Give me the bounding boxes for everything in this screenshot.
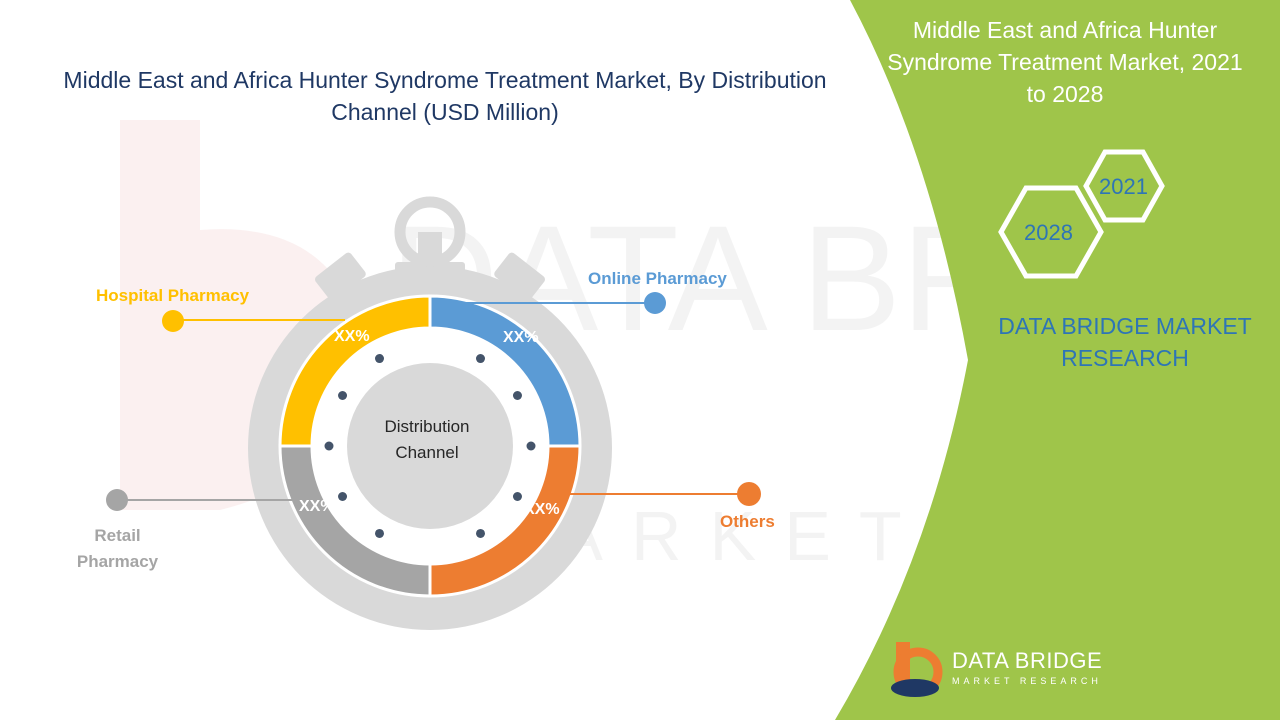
logo-name: DATA BRIDGE xyxy=(952,648,1103,673)
others-marker xyxy=(737,482,761,506)
hexagon-2021 xyxy=(1083,149,1165,223)
logo-tagline: MARKET RESEARCH xyxy=(952,676,1102,686)
legend-retail-pharmacy: Retail Pharmacy xyxy=(76,526,159,571)
side-panel-background xyxy=(835,0,1280,720)
dial-dot xyxy=(512,492,522,501)
retail-pharmacy-marker xyxy=(106,489,128,511)
center-disc xyxy=(312,328,548,564)
dial-dot xyxy=(476,354,485,364)
hospital-pharmacy-marker xyxy=(162,310,184,332)
dial-dot xyxy=(526,441,536,451)
legend-others: Others xyxy=(720,512,775,531)
dial-dot xyxy=(375,354,384,364)
hexagon-2028 xyxy=(998,185,1104,279)
segment-label-others: XX% xyxy=(524,501,560,518)
dial-dot xyxy=(476,528,485,538)
logo-icon xyxy=(891,642,943,697)
dial-dots xyxy=(324,354,536,538)
segment-label-hospital-pharmacy: XX% xyxy=(334,328,370,345)
brand-name: DATA BRIDGE MARKET RESEARCH xyxy=(998,313,1252,371)
center-label: Distribution Channel xyxy=(384,417,470,462)
legend-hospital-pharmacy: Hospital Pharmacy xyxy=(96,286,250,305)
year-2028-label: 2028 xyxy=(1024,220,1073,245)
chart-title: Middle East and Africa Hunter Syndrome T… xyxy=(63,67,827,125)
year-hexagons xyxy=(998,149,1165,279)
online-pharmacy-marker xyxy=(644,292,666,314)
dial-dot xyxy=(338,391,348,400)
legend-online-pharmacy: Online Pharmacy xyxy=(588,269,727,288)
dial-dot xyxy=(375,528,384,538)
dial-dot xyxy=(338,492,348,501)
leader-lines xyxy=(106,292,761,511)
segment-label-retail-pharmacy: XX% xyxy=(299,498,335,515)
dial-dot xyxy=(324,441,334,451)
segment-label-online-pharmacy: XX% xyxy=(503,329,539,346)
dial-dot xyxy=(512,391,522,400)
side-panel-title: Middle East and Africa Hunter Syndrome T… xyxy=(887,17,1243,107)
year-2021-label: 2021 xyxy=(1099,174,1148,199)
